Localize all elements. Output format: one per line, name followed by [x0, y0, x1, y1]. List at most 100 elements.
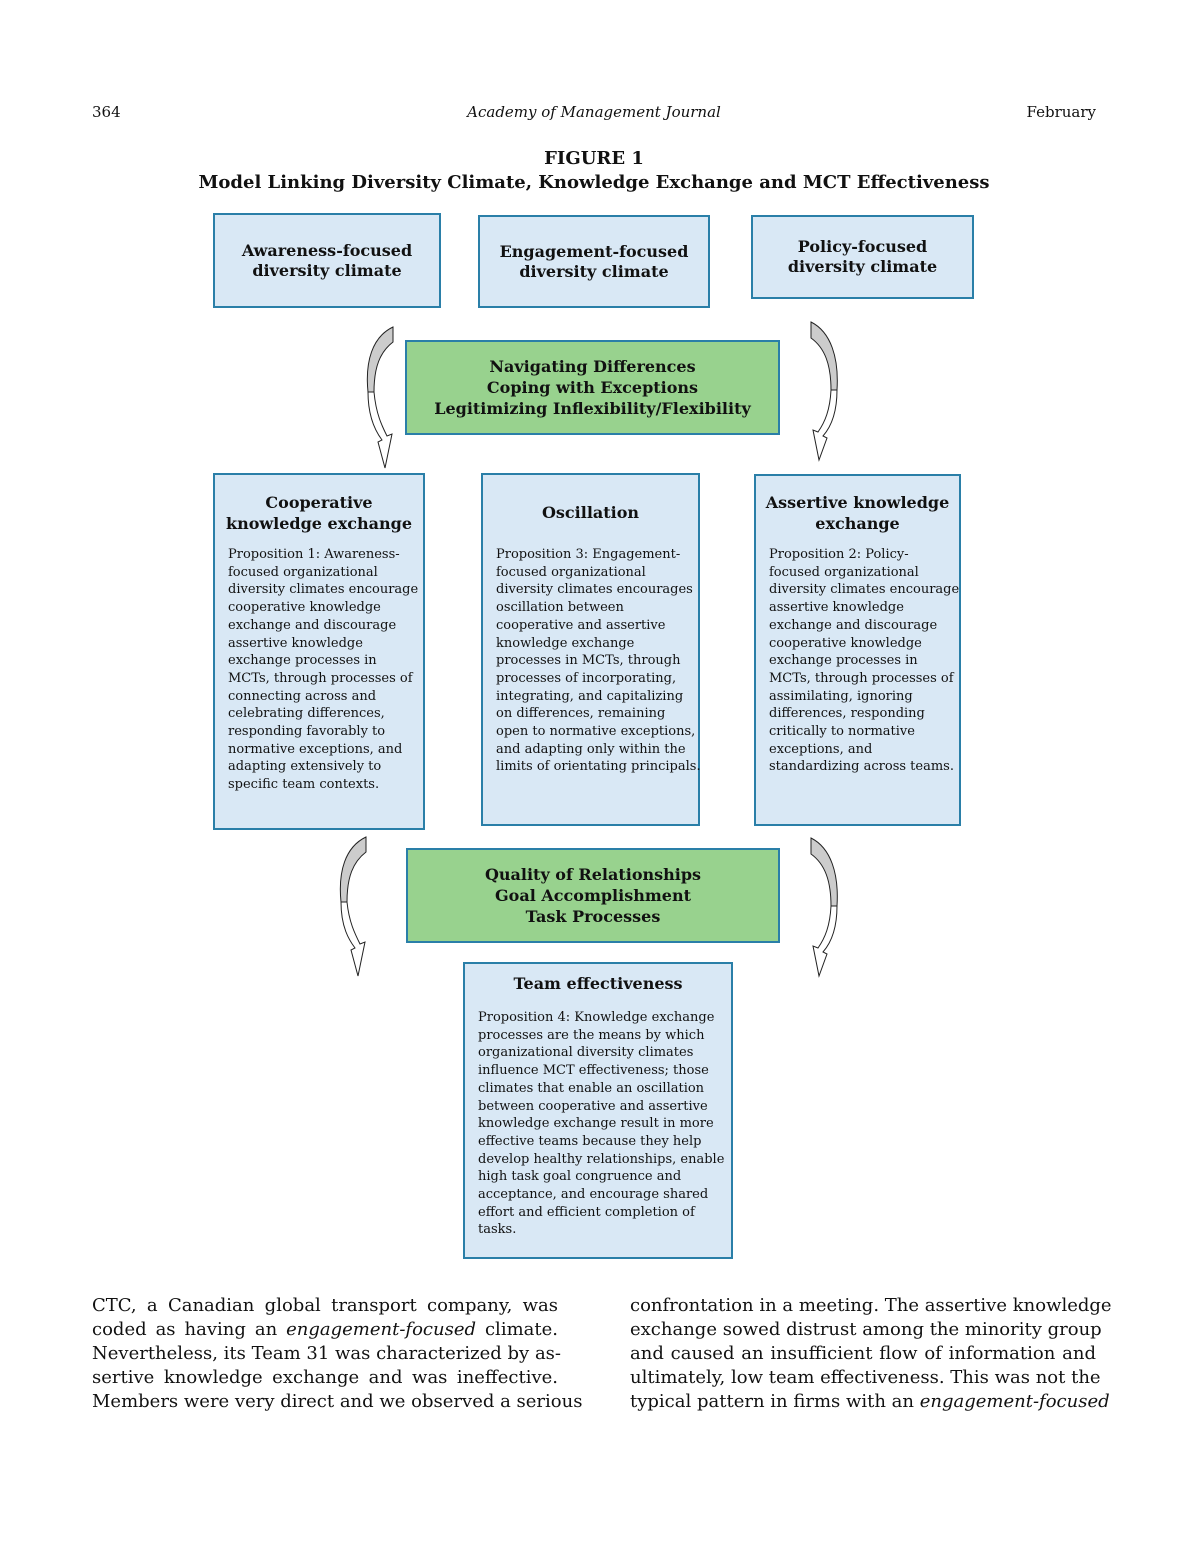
title-line: Team effectiveness	[513, 974, 683, 993]
text-line: Nevertheless, its Team 31 was characteri…	[92, 1343, 562, 1364]
cooperative-exchange-box: Cooperative knowledge exchange Propositi…	[213, 473, 425, 830]
issue-month: February	[1026, 103, 1097, 121]
proposition-line: integrating, and capitalizing	[496, 688, 684, 704]
curved-arrow-icon	[339, 836, 367, 977]
text-run-italic: engagement-focused	[286, 1319, 477, 1340]
proposition-line: oscillation between	[496, 600, 624, 616]
proposition-line: exchange processes in	[769, 653, 918, 669]
title-line: Assertive knowledge	[765, 493, 950, 512]
proposition-line: diversity climates encourage	[228, 582, 419, 598]
proposition-2-text: Proposition 2: Policy-focused organizati…	[769, 546, 959, 776]
box-label: diversity climate	[252, 260, 402, 280]
proposition-line: cooperative knowledge	[769, 635, 922, 651]
curved-arrow-icon	[810, 321, 838, 462]
assertive-exchange-box: Assertive knowledge exchange Proposition…	[754, 474, 961, 826]
page-number: 364	[92, 103, 121, 121]
mediator-line: Legitimizing Inflexibility/Flexibility	[434, 399, 751, 418]
proposition-line: high task goal congruence and	[478, 1169, 682, 1185]
title-line: Cooperative	[265, 493, 373, 512]
title-line: knowledge exchange	[225, 514, 412, 533]
text-line: sertive knowledge exchange and was ineff…	[92, 1367, 558, 1388]
proposition-line: processes of incorporating,	[496, 670, 677, 686]
box-label: Awareness-focused	[241, 240, 413, 260]
proposition-line: responding favorably to	[228, 724, 386, 740]
proposition-line: connecting across and	[228, 688, 377, 704]
bottom-mediator-box: Quality of Relationships Goal Accomplish…	[406, 848, 780, 943]
text-line: confrontation in a meeting. The assertiv…	[630, 1295, 1112, 1316]
box-title: Cooperative knowledge exchange	[215, 492, 423, 534]
proposition-line: develop healthy relationships, enable	[478, 1151, 725, 1167]
proposition-line: assertive knowledge	[769, 600, 904, 616]
proposition-line: processes in MCTs, through	[496, 653, 681, 669]
proposition-line: standardizing across teams.	[769, 759, 954, 775]
title-line: exchange	[815, 514, 900, 533]
proposition-line: effort and efficient completion of	[478, 1204, 695, 1220]
box-title: Oscillation	[483, 502, 698, 523]
proposition-4-text: Proposition 4: Knowledge exchange process…	[478, 1009, 731, 1239]
text-run: climate.	[476, 1319, 558, 1340]
team-effectiveness-box: Team effectiveness Proposition 4: Knowle…	[463, 962, 733, 1259]
proposition-line: cooperative and assertive	[496, 617, 666, 633]
text-line: Members were very direct and we observed…	[92, 1391, 583, 1412]
proposition-line: exceptions, and	[769, 741, 873, 757]
proposition-line: processes are the means by which	[478, 1027, 705, 1043]
proposition-line: differences, responding	[769, 706, 925, 722]
mediator-line: Task Processes	[525, 907, 661, 926]
text-line: CTC, a Canadian global transport company…	[92, 1295, 558, 1316]
proposition-line: focused organizational	[228, 564, 378, 580]
proposition-line: exchange processes in	[228, 653, 377, 669]
proposition-line: critically to normative	[769, 724, 915, 740]
proposition-line: cooperative knowledge	[228, 600, 381, 616]
awareness-climate-box: Awareness-focused diversity climate	[213, 213, 441, 308]
body-column-left: CTC, a Canadian global transport company…	[92, 1294, 583, 1414]
proposition-line: specific team contexts.	[228, 777, 380, 793]
policy-climate-box: Policy-focused diversity climate	[751, 215, 974, 299]
proposition-line: on differences, remaining	[496, 706, 666, 722]
proposition-line: focused organizational	[769, 564, 919, 580]
text-line: typical pattern in firms with an engagem…	[630, 1390, 1110, 1414]
proposition-line: diversity climates encourage	[769, 582, 960, 598]
engagement-climate-box: Engagement-focused diversity climate	[478, 215, 710, 308]
proposition-line: organizational diversity climates	[478, 1045, 694, 1061]
proposition-line: Proposition 3: Engagement-	[496, 547, 681, 562]
proposition-line: exchange and discourage	[228, 617, 397, 633]
proposition-line: adapting extensively to	[228, 759, 382, 775]
box-label: Policy-focused	[797, 237, 928, 256]
box-title: Assertive knowledge exchange	[756, 492, 959, 534]
figure-number: FIGURE 1	[544, 148, 644, 169]
proposition-1-text: Proposition 1: Awareness-focused organiz…	[228, 546, 423, 794]
journal-title: Academy of Management Journal	[467, 103, 721, 121]
proposition-line: assimilating, ignoring	[769, 688, 913, 704]
proposition-line: Proposition 2: Policy-	[769, 547, 909, 562]
text-line: and caused an insufficient flow of infor…	[630, 1343, 1096, 1364]
body-column-right: confrontation in a meeting. The assertiv…	[630, 1294, 1112, 1414]
box-label: diversity climate	[787, 257, 938, 276]
box-title: Team effectiveness	[465, 973, 731, 994]
proposition-line: influence MCT effectiveness; those	[478, 1063, 709, 1079]
proposition-line: effective teams because they help	[478, 1133, 702, 1149]
text-run: typical pattern in firms with an	[630, 1391, 920, 1412]
text-line: exchange sowed distrust among the minori…	[630, 1319, 1102, 1340]
mediator-line: Quality of Relationships	[484, 865, 702, 884]
mediator-line: Goal Accomplishment	[495, 886, 691, 905]
figure-title: Model Linking Diversity Climate, Knowled…	[198, 172, 990, 193]
proposition-line: normative exceptions, and	[228, 741, 403, 757]
curved-arrow-icon	[810, 837, 838, 978]
proposition-line: focused organizational	[496, 564, 646, 580]
proposition-line: MCTs, through processes of	[769, 670, 954, 686]
proposition-line: knowledge exchange result in more	[478, 1116, 714, 1132]
proposition-line: climates that enable an oscillation	[478, 1080, 705, 1096]
proposition-line: and adapting only within the	[496, 741, 686, 757]
proposition-line: Proposition 1: Awareness-	[228, 547, 400, 562]
proposition-line: Proposition 4: Knowledge exchange	[478, 1010, 715, 1025]
proposition-line: MCTs, through processes of	[228, 670, 413, 686]
mediator-line: Navigating Differences	[489, 357, 696, 376]
proposition-line: acceptance, and encourage shared	[478, 1187, 709, 1203]
mediator-line: Coping with Exceptions	[486, 378, 699, 397]
proposition-line: between cooperative and assertive	[478, 1098, 708, 1114]
proposition-line: diversity climates encourages	[496, 582, 693, 598]
text-run-italic: engagement-focused	[919, 1391, 1110, 1412]
proposition-line: celebrating differences,	[228, 706, 385, 722]
proposition-3-text: Proposition 3: Engagement-focused organi…	[496, 546, 701, 776]
text-line: coded as having an engagement-focused cl…	[92, 1318, 558, 1342]
